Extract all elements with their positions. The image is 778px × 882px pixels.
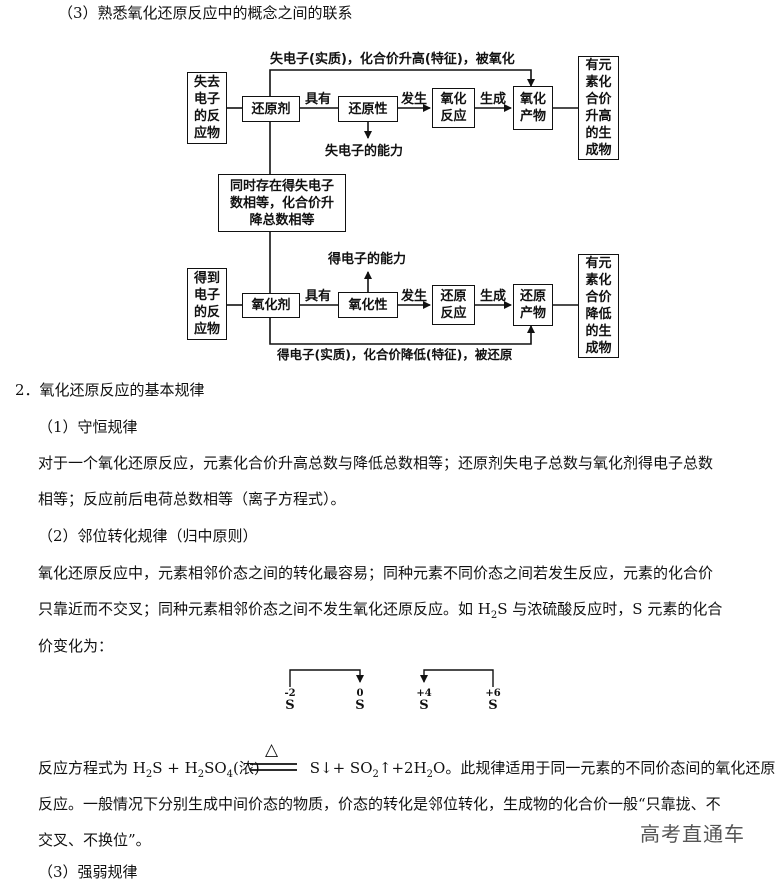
cutoff-subsection-title: （3）强弱规律 (38, 863, 138, 881)
paragraph-line: 氧化还原反应中，元素相邻价态之间的转化最容易；同种元素不同价态之间若发生反应，元… (38, 564, 714, 582)
produces-label: 生成 (480, 289, 507, 304)
paragraph-line: 相等；反应前后电荷总数相等（离子方程式）。 (38, 490, 346, 508)
has-label: 具有 (305, 289, 332, 304)
paragraph-line: 交叉、不换位”。 (38, 831, 151, 849)
paragraph-line: 只靠近而不交叉；同种元素相邻价态之间不发生氧化还原反应。如 H2S 与浓硫酸反应… (38, 600, 723, 621)
equal-electrons-box: 同时存在得失电子数相等，化合价升降总数相等 (218, 174, 346, 232)
reduction-product-box: 还原产物 (513, 284, 553, 326)
section-title: 2．氧化还原反应的基本规律 (15, 381, 205, 399)
lose-electrons-reactant-box: 失去电子的反应物 (187, 72, 227, 144)
occurs-label: 发生 (401, 92, 428, 107)
paragraph-line: 反应。一般情况下分别生成中间价态的物质，价态的转化是邻位转化，生成物的化合价一般… (38, 795, 721, 813)
watermark-text: 高考直通车 (640, 822, 745, 846)
section-heading: （3）熟悉氧化还原反应中的概念之间的联系 (58, 4, 353, 22)
valence-drop-product-box: 有元素化合价降低的生成物 (578, 254, 619, 358)
top-bracket-label: 失电子(实质)，化合价升高(特征)，被氧化 (270, 52, 515, 67)
oxidation-reaction-box: 氧化反应 (432, 88, 475, 128)
reducer-box: 还原剂 (242, 96, 300, 122)
subsection-title: （2）邻位转化规律（归中原则） (38, 527, 258, 545)
reducibility-box: 还原性 (338, 96, 398, 122)
lose-ability-label: 失电子的能力 (325, 144, 404, 159)
gain-electrons-reactant-box: 得到电子的反应物 (187, 268, 227, 340)
bottom-bracket-label: 得电子(实质)，化合价降低(特征)，被还原 (277, 347, 513, 362)
occurs-label: 发生 (401, 289, 428, 304)
oxidizability-box: 氧化性 (338, 292, 398, 318)
oxidant-box: 氧化剂 (242, 293, 300, 318)
valence-rise-product-box: 有元素化合价升高的生成物 (578, 56, 619, 160)
heat-symbol: △ (265, 740, 279, 760)
has-label: 具有 (305, 92, 332, 107)
reduction-reaction-box: 还原反应 (432, 285, 475, 325)
oxidation-product-box: 氧化产物 (513, 86, 553, 130)
subsection-title: （1）守恒规律 (38, 418, 138, 436)
paragraph-line: 价变化为： (38, 637, 114, 655)
gain-ability-label: 得电子的能力 (328, 252, 407, 267)
paragraph-line: 对于一个氧化还原反应，元素化合价升高总数与降低总数相等；还原剂失电子总数与氧化剂… (38, 454, 714, 472)
reaction-equation: 反应方程式为 H2S + H2SO4(浓)S↓+ SO2↑+2H2O。此规律适用… (38, 759, 776, 780)
produces-label: 生成 (480, 92, 507, 107)
